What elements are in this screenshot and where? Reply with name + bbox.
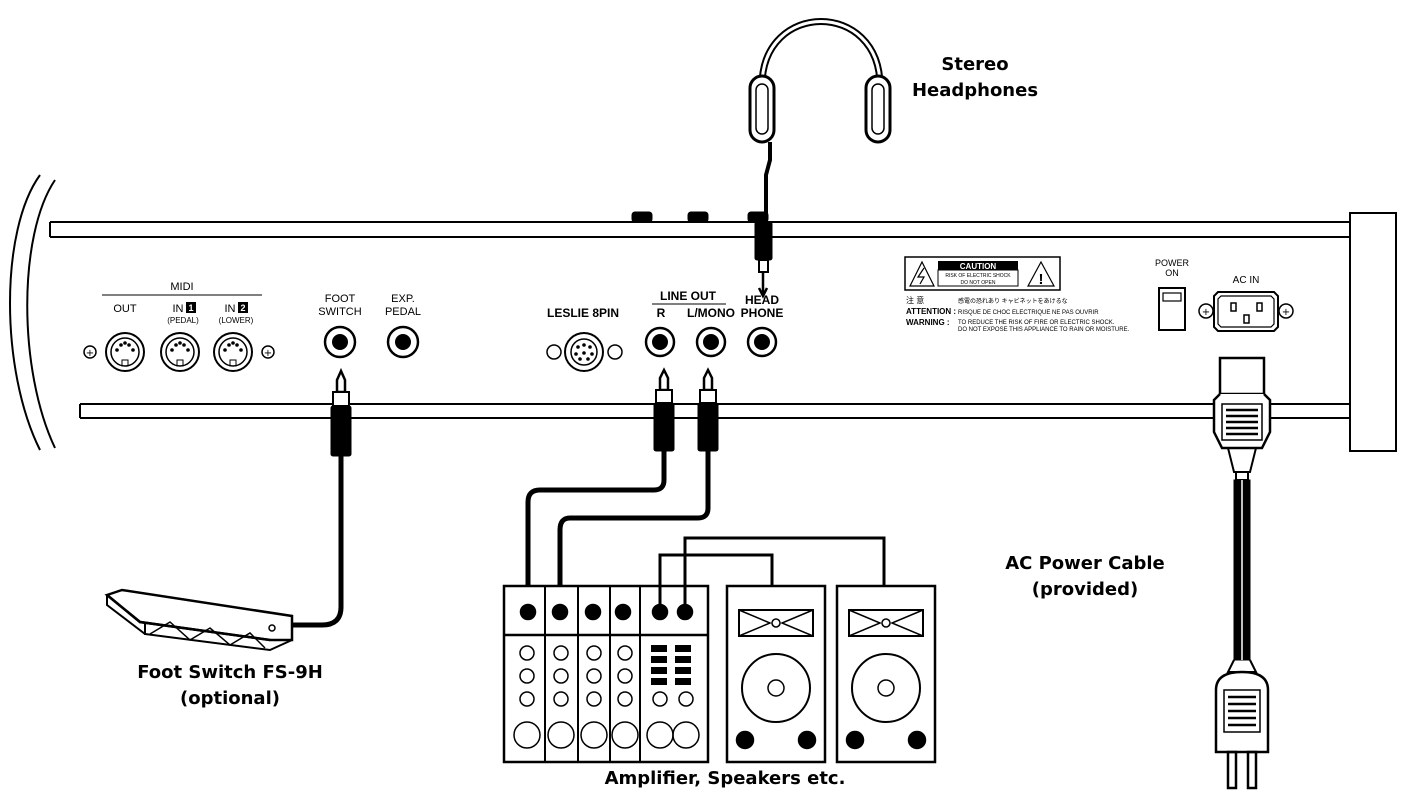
ac-in-label: AC IN [1233, 275, 1260, 286]
headphones-callout-line-1: Stereo [941, 54, 1009, 75]
power-cable-icon [1212, 356, 1272, 790]
foot-switch-jack [323, 325, 357, 359]
line-out-cables [525, 367, 719, 610]
foot-switch-pedal-icon [104, 588, 294, 652]
power-cable-callout-line-2: (provided) [1031, 579, 1139, 600]
midi-in1-sub: (PEDAL) [167, 316, 199, 325]
midi-in1-number: 1 [188, 303, 193, 313]
power-switch [1158, 287, 1186, 331]
line-out-l-label: L/MONO [687, 306, 735, 320]
midi-in2-number: 2 [240, 303, 245, 313]
attention-label: ATTENTION : [906, 307, 956, 316]
svg-text:+: + [264, 348, 272, 359]
headphone-label-2: PHONE [741, 306, 784, 320]
midi-out-jack [105, 332, 145, 372]
warning-text-1: TO REDUCE THE RISK OF FIRE OR ELECTRIC S… [958, 320, 1115, 326]
headphones-callout-line-2: Headphones [911, 80, 1039, 101]
line-out-section: LINE OUT R L/MONO HEAD PHONE [644, 289, 784, 358]
midi-in2-sub: (LOWER) [219, 316, 254, 325]
svg-text:!: ! [1039, 271, 1044, 288]
chui-label: 注 意 [906, 295, 924, 305]
caution-label: CAUTION RISK OF ELECTRIC SHOCK DO NOT OP… [904, 256, 1130, 333]
midi-section: MIDI OUT IN 1 (PEDAL) IN 2 (LOWER) + + [83, 281, 275, 372]
ac-inlet [1213, 291, 1279, 332]
foot-switch-callout-line-2: (optional) [180, 688, 280, 709]
caution-sub-2: DO NOT OPEN [961, 280, 996, 286]
power-label-1: POWER [1155, 258, 1190, 268]
leslie-section: LESLIE 8PIN [546, 306, 623, 372]
warning-text-2: DO NOT EXPOSE THIS APPLIANCE TO RAIN OR … [958, 327, 1130, 333]
foot-switch-cable [292, 367, 352, 628]
svg-text:+: + [1202, 307, 1210, 318]
midi-in2-jack [213, 332, 253, 372]
mixer-icon [502, 584, 710, 764]
svg-text:+: + [1282, 307, 1290, 318]
foot-switch-callout-line-1: Foot Switch FS-9H [137, 662, 323, 683]
caution-title: CAUTION [960, 262, 997, 271]
headphone-label-1: HEAD [745, 293, 779, 307]
midi-in2-label: IN [225, 303, 236, 315]
warning-label: WARNING : [906, 318, 950, 327]
midi-label: MIDI [170, 281, 193, 293]
line-out-label: LINE OUT [660, 289, 717, 303]
line-out-r-jack [644, 326, 676, 358]
foot-switch-label-1: FOOT [325, 293, 356, 305]
power-section: POWER ON AC IN + + [1155, 258, 1294, 332]
line-out-r-label: R [657, 306, 666, 320]
power-label-2: ON [1165, 268, 1179, 278]
exp-pedal-jack [386, 325, 420, 359]
leslie-label: LESLIE 8PIN [547, 306, 619, 320]
speaker-left-icon [725, 584, 827, 764]
headphone-jack [746, 326, 778, 358]
foot-switch-callout: Foot Switch FS-9H (optional) [110, 660, 350, 712]
exp-pedal-label-1: EXP. [391, 293, 415, 305]
caution-sub-1: RISK OF ELECTRIC SHOCK [945, 273, 1011, 279]
midi-in1-label: IN [173, 303, 184, 315]
attention-text: RISQUE DE CHOC ELECTRIQUE NE PAS OUVRIR [958, 310, 1099, 316]
midi-out-label: OUT [113, 303, 137, 315]
speaker-right-icon [835, 584, 937, 764]
svg-text:+: + [86, 348, 94, 359]
power-cable-callout: AC Power Cable (provided) [965, 551, 1205, 603]
headphones-callout: Stereo Headphones [890, 52, 1060, 104]
exp-pedal-label-2: PEDAL [385, 306, 421, 318]
power-cable-callout-line-1: AC Power Cable [1005, 553, 1165, 574]
speaker-cables [658, 536, 886, 605]
line-out-l-jack [695, 326, 727, 358]
amplifier-callout: Amplifier, Speakers etc. [604, 768, 846, 789]
midi-in1-jack [160, 332, 200, 372]
foot-switch-label-2: SWITCH [318, 306, 361, 318]
chui-text: 感電の恐れあり キャビネットをあけるな [958, 297, 1068, 305]
foot-switch-section: FOOT SWITCH EXP. PEDAL [318, 293, 421, 359]
headphones-icon [748, 18, 892, 299]
